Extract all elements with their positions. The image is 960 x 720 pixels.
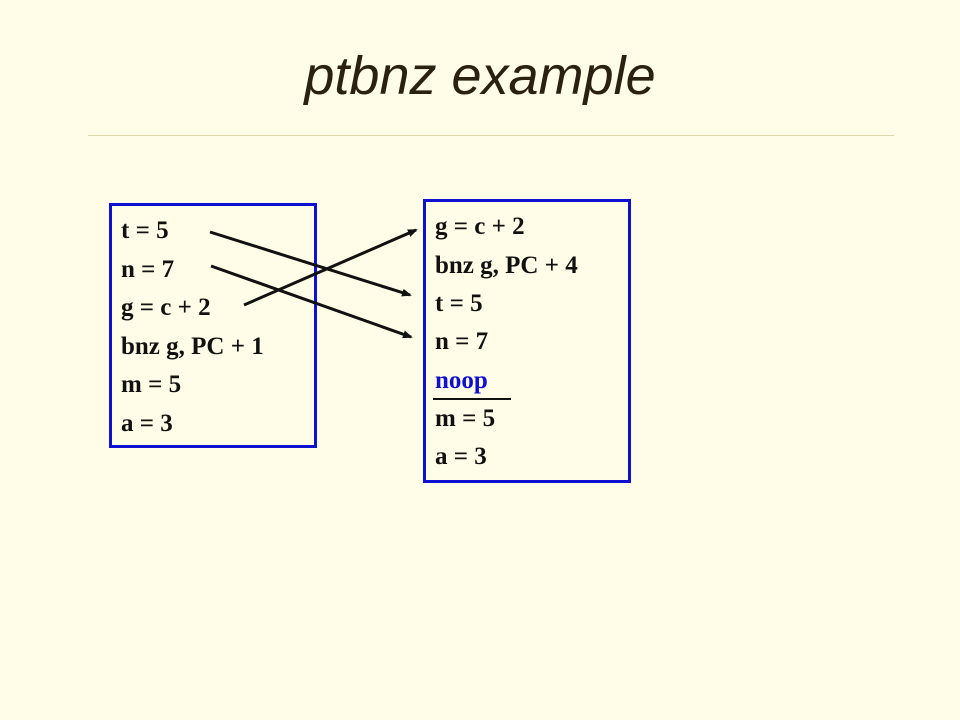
arrow-n-to-new-position bbox=[210, 264, 413, 339]
arrow-g-to-new-position bbox=[243, 228, 418, 307]
transformed-line-m: m = 5 bbox=[435, 405, 496, 432]
original-line-a: a = 3 bbox=[121, 410, 173, 437]
slide-title: ptbnz example bbox=[304, 46, 656, 106]
transformed-line-noop: noop bbox=[435, 367, 488, 394]
transformed-line-n: n = 7 bbox=[435, 328, 489, 355]
original-line-m: m = 5 bbox=[121, 371, 182, 398]
noop-underline bbox=[433, 398, 511, 400]
original-line-t: t = 5 bbox=[121, 217, 169, 244]
transformed-line-a: a = 3 bbox=[435, 443, 487, 470]
original-line-bnz: bnz g, PC + 1 bbox=[121, 333, 264, 360]
title-divider bbox=[88, 135, 894, 136]
transformed-line-g: g = c + 2 bbox=[435, 213, 525, 240]
transformed-line-bnz: bnz g, PC + 4 bbox=[435, 252, 578, 279]
original-line-g: g = c + 2 bbox=[121, 294, 211, 321]
arrow-t-to-new-position bbox=[209, 230, 412, 297]
original-line-n: n = 7 bbox=[121, 256, 175, 283]
original-code-box bbox=[109, 203, 317, 448]
transformed-code-box bbox=[423, 199, 631, 483]
transformed-line-t: t = 5 bbox=[435, 290, 483, 317]
